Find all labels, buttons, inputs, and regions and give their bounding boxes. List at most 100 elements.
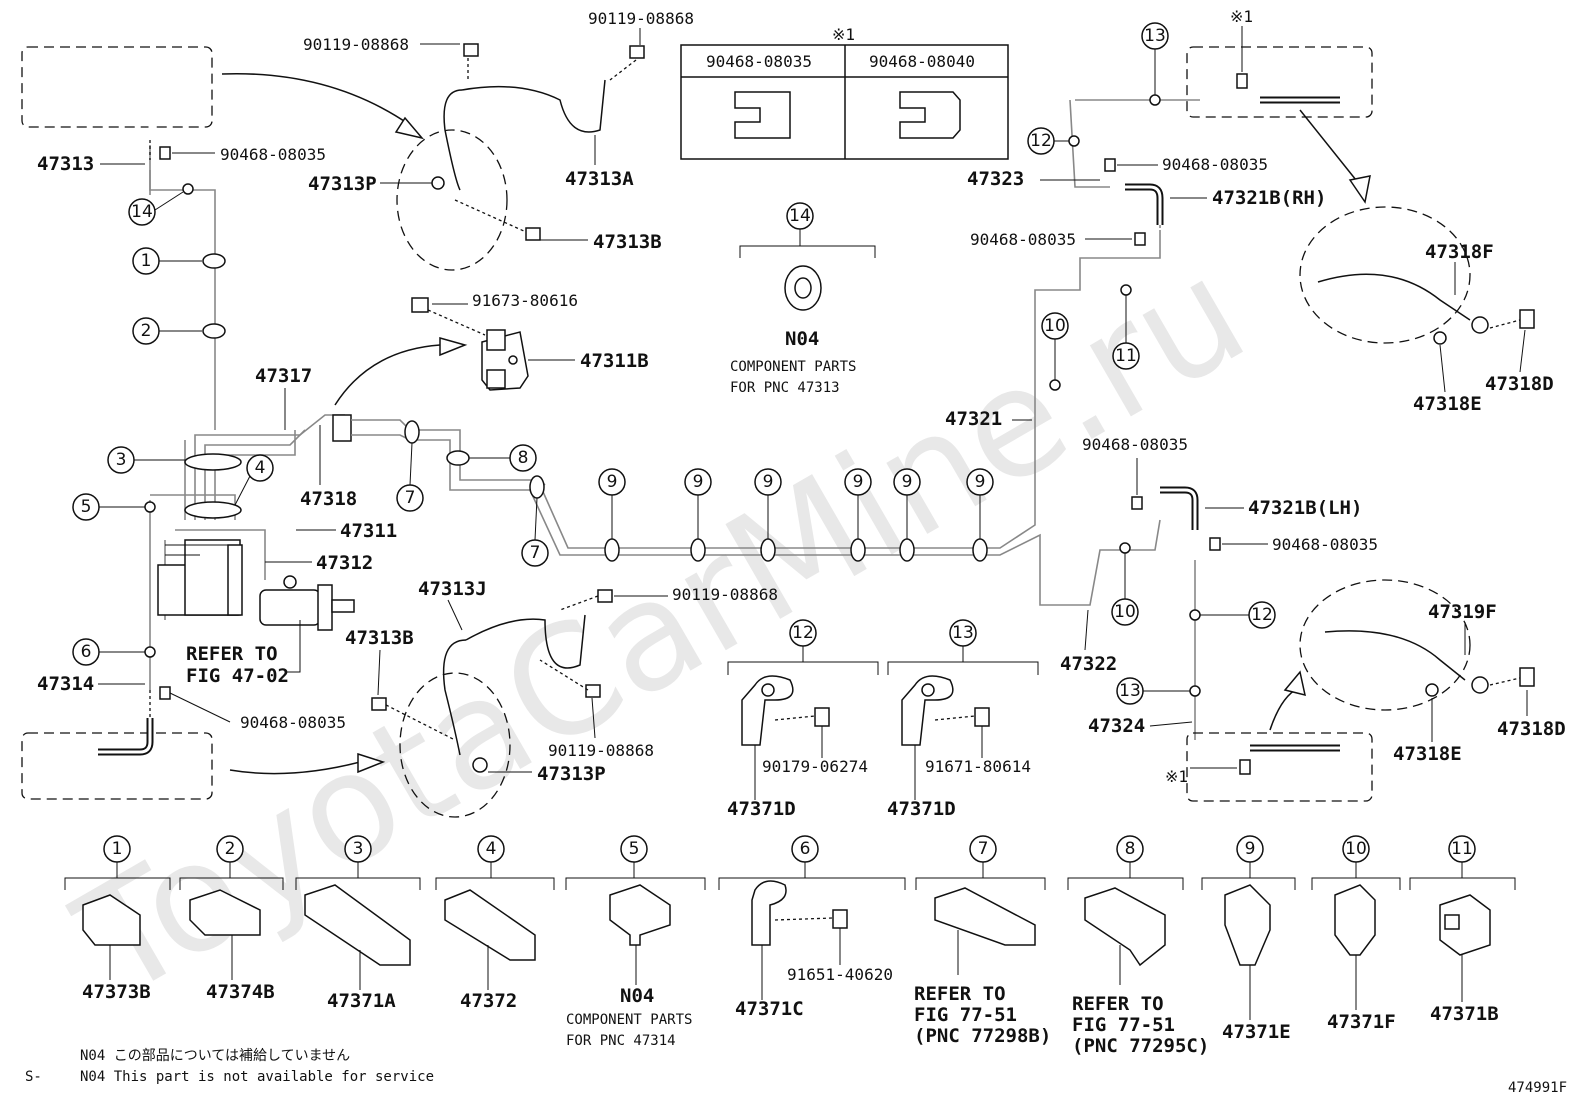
label-47318E-top: 47318E — [1413, 393, 1482, 415]
bottom-5-sub2: FOR PNC 47314 — [566, 1033, 676, 1049]
label-47323: 47323 — [967, 168, 1024, 190]
label-bolt-a1: 90119-08868 — [303, 35, 409, 54]
callout-12-bot: 12 — [1251, 605, 1273, 625]
bottom-part-5: N04 — [620, 985, 654, 1007]
callout-1: 1 — [141, 251, 152, 271]
note-prefix: S- — [25, 1069, 42, 1085]
bottom-part-1: 47373B — [82, 981, 151, 1003]
bottom-callout-3: 3 — [353, 839, 364, 859]
union-fitting — [332, 414, 352, 442]
callout-3: 3 — [116, 450, 127, 470]
refer-to-line1: REFER TO — [186, 643, 278, 665]
callout-10-top: 10 — [1044, 316, 1066, 336]
callout-6: 6 — [81, 642, 92, 662]
label-47319F: 47319F — [1428, 601, 1497, 623]
label-clip-r3: 90468-08035 — [1082, 435, 1188, 454]
callout-13-bot: 13 — [1119, 681, 1141, 701]
label-47313A: 47313A — [565, 168, 634, 190]
n04-line1: COMPONENT PARTS — [730, 359, 856, 375]
bottom-callout-8: 8 — [1125, 839, 1136, 859]
rear-left-wheel-area — [21, 732, 213, 800]
mark-bot: ※1 — [1165, 767, 1188, 786]
rear-right-wheel-area — [1186, 732, 1373, 802]
callout-7-top: 7 — [405, 488, 416, 508]
callout-12-mid: 12 — [792, 623, 814, 643]
callout-10-bot: 10 — [1114, 602, 1136, 622]
detail-circle-bottom-left — [399, 672, 511, 818]
callout-5: 5 — [81, 497, 92, 517]
label-clip-l1: 90468-08035 — [220, 145, 326, 164]
detail-circle-top-right — [1299, 206, 1471, 344]
bottom-part-3: 47371A — [327, 990, 396, 1012]
front-right-wheel-area — [1186, 46, 1373, 118]
callout-2: 2 — [141, 321, 152, 341]
c12-bolt: 90179-06274 — [762, 757, 868, 776]
note-jp: N04 この部品については補給していません — [80, 1048, 350, 1064]
clip-icon — [159, 146, 171, 160]
bottom-8-line1: REFER TO — [1072, 993, 1164, 1015]
callout-12-top: 12 — [1030, 131, 1052, 151]
n04-title: N04 — [785, 328, 819, 350]
bottom-callout-6: 6 — [800, 839, 811, 859]
label-47318F: 47318F — [1425, 241, 1494, 263]
brake-valve-47312 — [259, 589, 321, 626]
label-47318E-bot: 47318E — [1393, 743, 1462, 765]
label-47311: 47311 — [340, 520, 397, 542]
bottom-5-sub1: COMPONENT PARTS — [566, 1012, 692, 1028]
bottom-callout-9: 9 — [1245, 839, 1256, 859]
bottom-7-line1: REFER TO — [914, 983, 1006, 1005]
label-bolt-a2: 90119-08868 — [588, 9, 694, 28]
label-47313B-top: 47313B — [593, 231, 662, 253]
callout-9f: 9 — [975, 472, 986, 492]
table-col1: 90468-08035 — [706, 52, 812, 71]
note-en: N04 This part is not available for servi… — [80, 1069, 434, 1085]
bottom-part-9: 47371E — [1222, 1021, 1291, 1043]
mark-top: ※1 — [1230, 7, 1253, 26]
callout-9c: 9 — [763, 472, 774, 492]
flex-hose-47318F — [1317, 273, 1471, 321]
label-47313: 47313 — [37, 153, 94, 175]
label-47321B-RH: 47321B(RH) — [1212, 187, 1326, 209]
label-47313B-bot: 47313B — [345, 627, 414, 649]
callout-9a: 9 — [607, 472, 618, 492]
bottom-callout-5: 5 — [629, 839, 640, 859]
bottom-part-4: 47372 — [460, 990, 517, 1012]
bottom-row: 1 47373B 2 47374B 3 47371A 4 47372 5 N04… — [64, 835, 1516, 1057]
label-47317: 47317 — [255, 365, 312, 387]
label-47313P-top: 47313P — [308, 173, 377, 195]
callout-9e: 9 — [902, 472, 913, 492]
flex-hose-47319F — [1324, 630, 1466, 681]
bottom-part-2: 47374B — [206, 981, 275, 1003]
bottom-part-11: 47371B — [1430, 1003, 1499, 1025]
c12-part: 47371D — [727, 798, 796, 820]
front-left-hose — [97, 89, 151, 140]
label-47321: 47321 — [945, 408, 1002, 430]
label-47318: 47318 — [300, 488, 357, 510]
refer-to-line2: FIG 47-02 — [186, 665, 289, 687]
bottom-callout-11: 11 — [1451, 839, 1473, 859]
label-47312: 47312 — [316, 552, 373, 574]
label-bolt-a4: 90119-08868 — [548, 741, 654, 760]
bottom-callout-4: 4 — [486, 839, 497, 859]
clamp-47371D-a — [741, 675, 794, 746]
bottom-part-10: 47371F — [1327, 1011, 1396, 1033]
clip-08040-icon — [899, 91, 961, 139]
label-47311B: 47311B — [580, 350, 649, 372]
callout-11-top: 11 — [1115, 346, 1137, 366]
c13-bolt: 91671-80614 — [925, 757, 1031, 776]
table-mark: ※1 — [832, 25, 855, 44]
figure-code: 474991F — [1508, 1080, 1567, 1096]
label-bolt-91673: 91673-80616 — [472, 291, 578, 310]
callout-14-top: 14 — [789, 206, 811, 226]
flex-hose-47313J — [442, 639, 467, 756]
bottom-callout-10: 10 — [1345, 839, 1367, 859]
label-clip-l2: 90468-08035 — [240, 713, 346, 732]
detail-circle-bottom-right — [1299, 579, 1471, 711]
clip-08035-icon — [734, 91, 791, 139]
bottom-8-line3: (PNC 77295C) — [1072, 1035, 1209, 1057]
label-47318D-bot: 47318D — [1497, 718, 1566, 740]
bottom-callout-7: 7 — [978, 839, 989, 859]
bottom-7-line2: FIG 77-51 — [914, 1004, 1017, 1026]
